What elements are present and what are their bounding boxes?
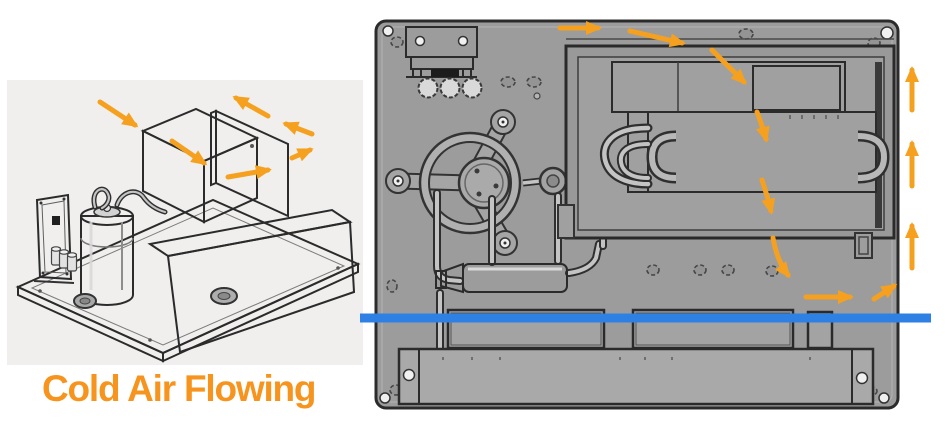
airflow-arrow-icon [282, 121, 315, 137]
airflow-arrow-icon [169, 138, 208, 166]
condenser-fin-block [147, 208, 356, 354]
capacitors [50, 246, 78, 272]
grommet-holes [417, 77, 483, 99]
bottom-rail [397, 347, 875, 406]
slot-hole [646, 264, 660, 276]
base-plate [15, 198, 361, 363]
airflow-arrow-icon [770, 235, 791, 279]
airflow-arrow-icon [871, 283, 898, 302]
slot-hole [386, 279, 398, 293]
panel-top-view-figure [355, 0, 945, 431]
cold-air-arrows [97, 95, 315, 180]
compressor-top-view [385, 109, 522, 256]
pipe-fitting [522, 166, 568, 196]
mount-lug [492, 230, 518, 256]
hot-air-arrows [557, 21, 919, 304]
cold-unit-figure: Cold Air Flowing [0, 0, 370, 431]
refrigerant-tubing [91, 186, 168, 215]
clip-tab [854, 232, 873, 259]
mount-lug [490, 109, 516, 135]
small-bracket [557, 204, 575, 239]
airflow-arrow-icon [754, 109, 770, 143]
airflow-arrow-icon [759, 177, 776, 215]
screw [414, 35, 426, 47]
airflow-arrow-icon [97, 99, 139, 128]
muffler [435, 262, 568, 294]
cold-unit-illustration [7, 80, 363, 365]
mount-lug [385, 168, 411, 194]
panel-top-view-drawing [360, 19, 931, 410]
slot-hole [721, 264, 735, 276]
airflow-arrow-icon [627, 28, 686, 48]
elbow-pipes [600, 123, 653, 189]
front-mount-boss [210, 287, 238, 305]
slot-hole [693, 264, 707, 276]
figure-caption: Cold Air Flowing [42, 368, 317, 409]
terminal-bracket [405, 26, 478, 78]
slot-hole [738, 28, 754, 40]
airflow-arrow-icon [289, 147, 314, 162]
screw [457, 35, 469, 47]
u-pipe-fitting [646, 130, 677, 184]
slot-hole [390, 36, 404, 48]
airflow-arrow-icon [225, 165, 272, 180]
screw [382, 25, 394, 37]
screw [880, 26, 894, 40]
cold-unit-drawing [15, 95, 361, 363]
screw [878, 392, 890, 404]
control-board [33, 193, 75, 284]
screw [855, 371, 869, 385]
slot-hole [526, 76, 542, 88]
screw [402, 368, 416, 382]
slot-hole [765, 265, 779, 277]
evaporator-recess [564, 38, 896, 240]
u-pipe-fitting [857, 130, 890, 184]
screw [379, 392, 391, 404]
back-sheet-panel [210, 109, 289, 218]
airflow-arrow-icon [232, 95, 271, 119]
airflow-arrow-icon [709, 47, 747, 85]
slot-hole [500, 76, 516, 88]
